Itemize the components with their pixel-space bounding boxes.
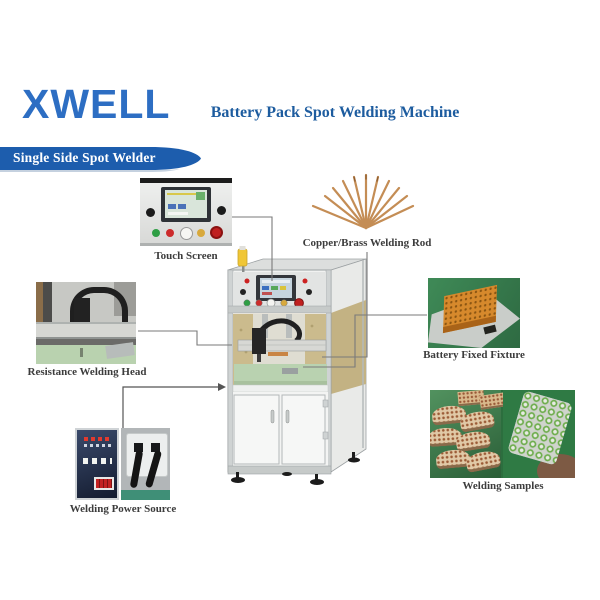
emergency-stop-button [210,226,223,239]
page-title: Battery Pack Spot Welding Machine [210,104,460,121]
welding-rod-label: Copper/Brass Welding Rod [302,237,432,249]
resistance-head-label: Resistance Welding Head [27,366,147,378]
red-switches [96,479,112,488]
white-button [180,227,193,240]
callout-lines [138,216,427,368]
line-touch-screen [232,216,273,281]
touch-screen-label: Touch Screen [154,250,218,262]
work-table [234,364,327,381]
machine-feet [231,452,360,485]
energy-chain-arc [70,287,128,323]
welding-samples-label: Welding Samples [462,480,544,492]
green-button [152,229,160,237]
curved-pack-samples [430,390,507,478]
battery-fixture-label: Battery Fixed Fixture [423,349,525,361]
left-knob [146,208,155,217]
cell-pack-sample [503,390,575,478]
signal-lamp [237,246,248,272]
line-power-source [122,383,226,429]
touch-screen-photo [140,178,232,246]
line-welding-rod [322,252,368,358]
yellow-button [197,229,205,237]
cabinet-door-right [281,394,326,465]
right-knob [217,206,226,215]
resistance-welding-head-photo [36,282,136,364]
welding-head-closeup [74,298,90,326]
energy-chain [253,318,302,343]
banner-label: Single Side Spot Welder [13,150,156,165]
welding-rod-fan [311,173,415,230]
welding-rod-tips [353,174,379,182]
power-controller-box [75,428,119,500]
power-source-photo [75,428,170,500]
transformer-box [121,428,170,500]
line-battery-fixture [303,314,427,368]
line-resistance-head [138,330,232,346]
hmi-screen [161,187,211,222]
welding-head [252,328,266,354]
power-source-label: Welding Power Source [69,503,177,515]
battery-fixture-photo [428,278,520,348]
red-button [166,229,174,237]
cabinet-door-left [233,394,280,465]
welding-samples-photo [430,390,575,478]
brand-logo: XWELL [22,81,171,127]
banner-ribbon [0,147,201,172]
panel-top-edge [140,178,232,183]
